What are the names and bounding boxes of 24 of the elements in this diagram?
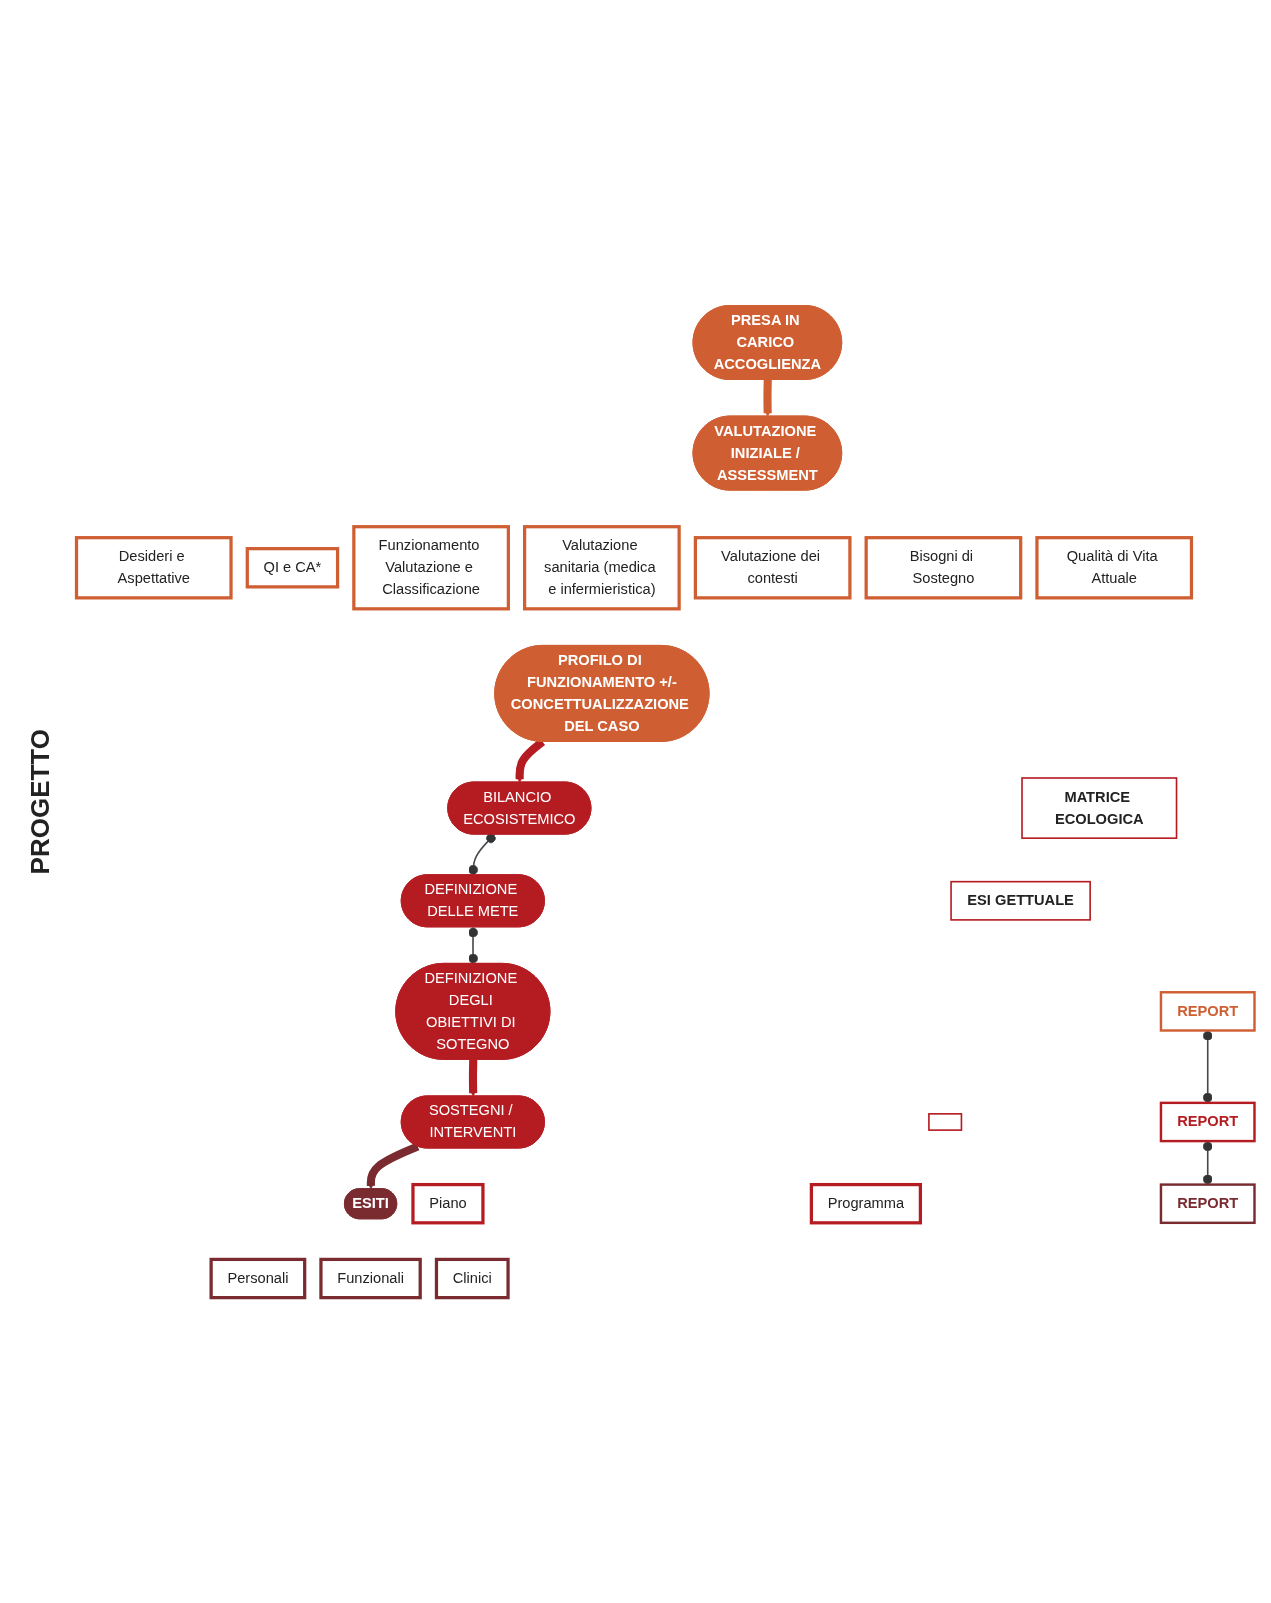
node-box: Valutazione dei contesti [693, 535, 852, 600]
node-box: Clinici [434, 1257, 510, 1300]
arrow [468, 1058, 478, 1097]
node-box: Programma [809, 1182, 922, 1225]
arrow [366, 1142, 420, 1190]
node-box: REPORT [1159, 1183, 1256, 1224]
connector [468, 926, 479, 965]
node-box: Valutazione sanitaria (medica e infermieristica) [523, 525, 681, 611]
node-box: QI e CA* [245, 546, 340, 589]
node-box: Funzionamento Valutazione e Classificazione [352, 525, 510, 611]
node-box: Qualità di Vita Attuale [1035, 535, 1194, 600]
node-box: REPORT [1159, 990, 1256, 1032]
node-box: Funzionali [319, 1257, 422, 1300]
arrow [763, 378, 772, 417]
node-box: Bisogni di Sostegno [864, 535, 1023, 600]
node-box: REPORT [1159, 1101, 1256, 1143]
node-box: MATRICE ECOLOGICA [1021, 777, 1178, 839]
node-box: ESI GETTUALE [950, 880, 1091, 921]
bracket-label: PROGETTO [24, 728, 56, 875]
node-box: Piano [411, 1182, 485, 1225]
connector [468, 833, 496, 876]
node-box: Personali [209, 1257, 307, 1300]
node-box: Desideri e Aspettative [74, 535, 233, 600]
node-box [928, 1112, 963, 1131]
